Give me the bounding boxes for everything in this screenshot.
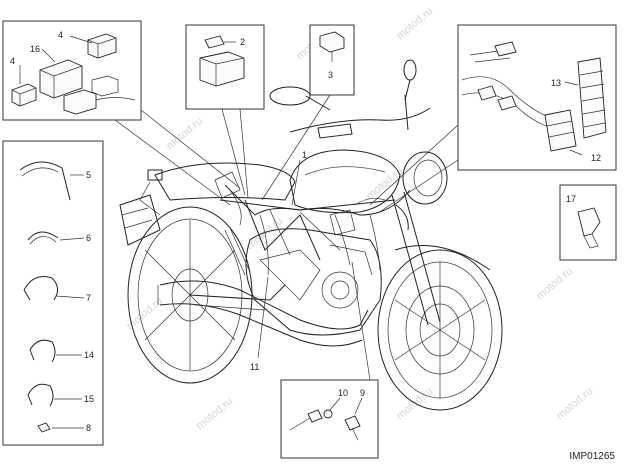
clamp-15 xyxy=(27,383,54,407)
clamp-7 xyxy=(23,276,58,301)
callout-12: 12 xyxy=(591,153,601,163)
exhaust xyxy=(159,280,369,330)
connector-holder-12 xyxy=(544,109,577,152)
detail-box-clips: 5 6 7 14 15 8 xyxy=(2,140,104,446)
detail-box-sensor-17: 17 xyxy=(559,184,617,261)
watermark: motod.ru xyxy=(394,5,435,42)
callout-14: 14 xyxy=(84,350,94,360)
wiring-harness xyxy=(224,184,411,216)
rear-wheel xyxy=(127,206,253,384)
ground-terminal xyxy=(307,409,323,423)
leader-lines xyxy=(114,94,459,381)
relay-small-left xyxy=(11,83,37,107)
watermark: motod.ru xyxy=(394,385,435,422)
callout-5: 5 xyxy=(86,170,91,180)
engine xyxy=(245,228,382,336)
clamp-14 xyxy=(29,339,56,363)
clip-6 xyxy=(27,231,59,241)
callout-17: 17 xyxy=(566,194,576,204)
callout-7: 7 xyxy=(86,293,91,303)
callout-4b: 4 xyxy=(10,56,15,66)
relay-socket xyxy=(63,75,136,115)
callout-9: 9 xyxy=(360,388,365,398)
watermark: motod.ru xyxy=(364,165,405,202)
bolt-9 xyxy=(344,415,361,431)
watermark: motod.ru xyxy=(124,295,165,332)
clip-8 xyxy=(37,422,51,433)
callout-13: 13 xyxy=(551,78,561,88)
detail-box-sensor: 3 xyxy=(309,24,355,96)
detail-box-connectors: 13 12 xyxy=(457,24,617,171)
washer-10 xyxy=(323,409,333,419)
relay-large xyxy=(39,59,83,99)
callout-8: 8 xyxy=(86,423,91,433)
motorcycle-drawing xyxy=(119,59,503,411)
relay-top xyxy=(87,33,117,59)
callout-2: 2 xyxy=(240,37,245,47)
fuel-tank xyxy=(289,149,401,214)
detail-box-fuse: 2 xyxy=(185,24,265,110)
drawing-code: IMP01265 xyxy=(569,451,615,462)
connector-holder-13 xyxy=(577,57,607,139)
detail-box-ground: 10 9 xyxy=(280,379,379,459)
sensor-17 xyxy=(577,207,601,237)
watermark: motod.ru xyxy=(554,385,595,422)
watermark: motod.ru xyxy=(534,265,575,302)
callout-15: 15 xyxy=(84,394,94,404)
callout-4a: 4 xyxy=(58,30,63,40)
callout-6: 6 xyxy=(86,233,91,243)
headlight xyxy=(402,151,448,205)
watermark: motod.ru xyxy=(194,395,235,432)
callout-3: 3 xyxy=(328,70,333,80)
watermark: motod.ru xyxy=(164,115,205,152)
fuse xyxy=(204,35,225,49)
callout-1: 1 xyxy=(302,150,307,160)
connector-cap xyxy=(319,31,345,53)
detail-box-relays: 16 4 4 xyxy=(2,20,142,121)
seat xyxy=(154,162,296,201)
cable-tie-5 xyxy=(19,161,71,201)
callout-16: 16 xyxy=(30,44,40,54)
callout-10: 10 xyxy=(338,388,348,398)
callout-11: 11 xyxy=(250,362,259,372)
front-wheel xyxy=(377,249,503,411)
watermark: motod.ru xyxy=(244,215,285,252)
